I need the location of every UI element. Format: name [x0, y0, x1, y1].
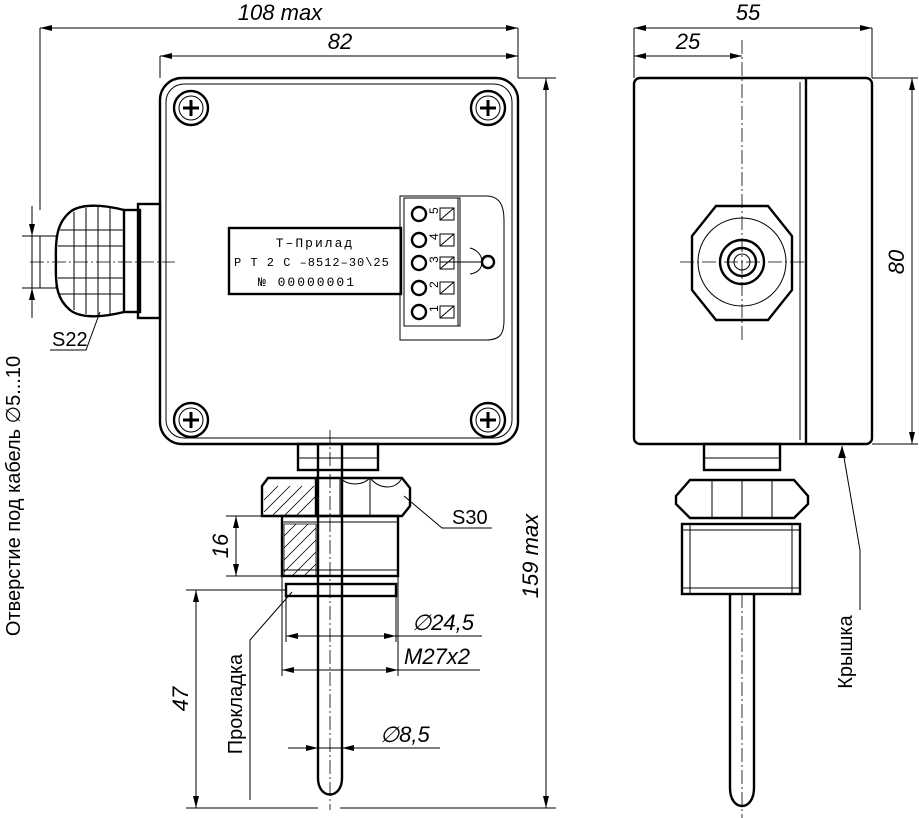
screw-icon: [469, 89, 507, 127]
screw-icon: [172, 401, 210, 439]
dim-height-body: 80: [884, 249, 909, 274]
svg-text:2: 2: [427, 281, 441, 288]
housing-side: [632, 76, 874, 446]
nameplate-model: Р Т 2 С –8512–30\25: [234, 256, 390, 270]
dim-height-total: 159 max: [518, 513, 543, 598]
front-view: Т–Прилад Р Т 2 С –8512–30\25 № 00000001 …: [30, 76, 520, 810]
svg-text:3: 3: [427, 256, 441, 263]
dim-depth-total: 55: [736, 0, 761, 25]
svg-text:1: 1: [427, 305, 441, 312]
label-nut-wrench: S30: [452, 507, 488, 529]
nameplate: [227, 226, 403, 296]
label-gland-wrench: S22: [52, 329, 88, 351]
screw-icon: [469, 401, 507, 439]
dim-width-body: 82: [328, 29, 352, 54]
terminal-3: 3: [410, 254, 455, 272]
dim-width-max: 108 max: [238, 0, 323, 25]
terminal-4: 4: [410, 231, 455, 249]
dimension-lines: [22, 25, 918, 809]
nameplate-maker: Т–Прилад: [276, 236, 354, 251]
side-view: [632, 40, 874, 818]
label-gasket: Прокладка: [225, 653, 247, 754]
svg-text:4: 4: [427, 233, 441, 240]
dim-probe-diameter: ∅8,5: [380, 722, 431, 747]
terminal-2: 2: [410, 279, 455, 297]
terminal-block: 5 4 3 2 1: [399, 195, 505, 341]
screw-icon: [172, 89, 210, 127]
cable-gland: [39, 202, 162, 320]
svg-text:5: 5: [427, 207, 441, 214]
dim-depth-offset: 25: [675, 29, 701, 54]
dim-thread-length: 16: [208, 533, 233, 558]
terminal-5: 5: [410, 205, 455, 223]
terminal-1: 1: [410, 303, 455, 321]
nameplate-serial: № 00000001: [258, 275, 356, 290]
dim-probe-length: 47: [168, 686, 193, 711]
hex-nut-section: [260, 476, 412, 518]
dim-thread-size: M27x2: [404, 644, 470, 669]
dim-gasket-diameter: ∅24,5: [412, 610, 475, 635]
label-cable-hole: Отверстие под кабель ∅5...10: [3, 356, 25, 636]
label-cover: Крышка: [835, 614, 857, 688]
hex-boss: [690, 204, 794, 322]
